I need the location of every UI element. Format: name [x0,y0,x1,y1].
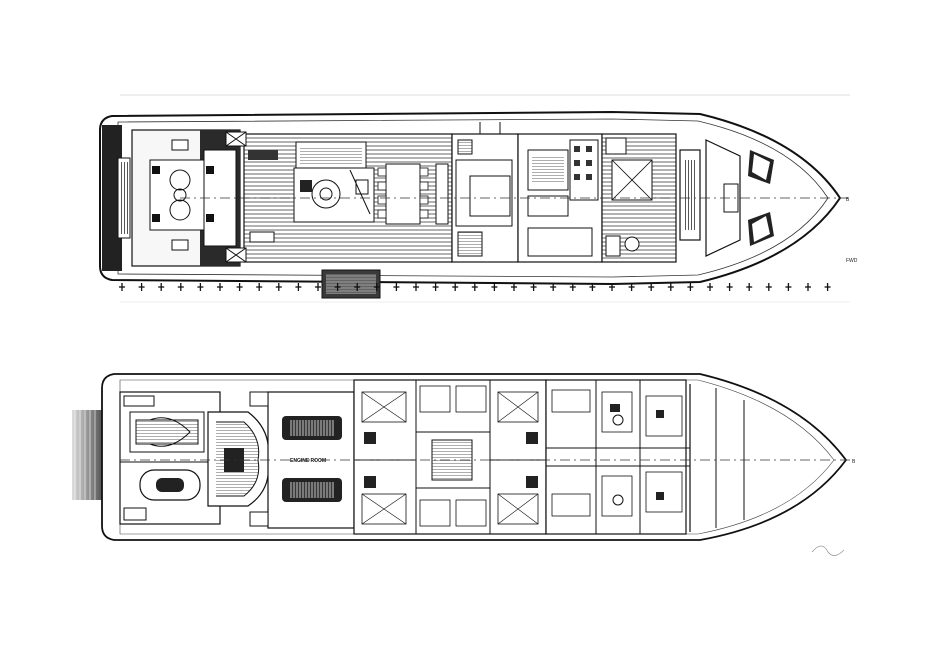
starboard-engine [282,478,342,502]
frame-mark [334,283,341,291]
upper-deck-plan: B FWD [99,94,858,303]
drawing-signature [811,545,845,556]
frame-mark [275,283,282,291]
frame-mark [295,283,302,291]
frame-mark [256,283,263,291]
port-engine [282,416,342,440]
aft-deck-dark [102,125,122,271]
upper-mark-small: FWD [846,258,858,264]
frame-mark [609,283,615,291]
frame-mark [589,283,596,291]
frame-mark [393,283,400,291]
frame-mark [177,283,184,291]
frame-mark [354,283,361,291]
frame-mark [687,283,694,291]
frame-mark [432,283,439,291]
swim-platform [72,410,102,500]
frame-mark [471,283,478,291]
frame-mark [785,283,792,291]
frame-mark [707,283,713,291]
engine-room-label: ENGINE ROOM [290,458,326,464]
lower-deck-plan: ENGINE ROOM [72,373,856,556]
frame-mark [648,283,655,291]
frame-mark [746,283,753,291]
saloon-sofa [293,167,375,223]
frame-mark [138,283,145,291]
frame-mark [158,283,165,291]
upper-mark-right: B [846,197,850,203]
frame-mark [628,283,635,291]
frame-mark [667,283,674,291]
frame-mark [805,283,811,291]
frame-mark [824,283,831,291]
frame-mark [491,283,498,291]
frame-station-marks [119,283,831,291]
frame-mark [236,283,243,291]
frame-mark [550,283,557,291]
frame-mark [530,283,537,291]
frame-mark [315,283,321,291]
frame-mark [373,283,380,291]
frame-mark [119,283,125,291]
frame-mark [217,283,223,291]
lower-mark-right: B [852,459,856,465]
frame-mark [452,283,459,291]
frame-mark [197,283,204,291]
frame-mark [726,283,733,291]
frame-mark [413,283,419,291]
frame-mark [511,283,517,291]
frame-mark [765,283,772,291]
frame-mark [569,283,576,291]
saloon-dining-table [385,163,421,225]
